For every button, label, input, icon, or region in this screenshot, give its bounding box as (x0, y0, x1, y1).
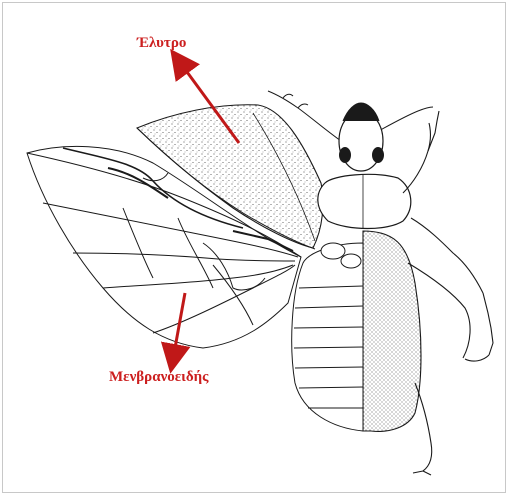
figure-frame: Έλυτρο Μενβρανοειδής (2, 2, 506, 493)
beetle-illustration (3, 3, 507, 494)
abdomen (292, 243, 363, 431)
closed-elytron (363, 231, 421, 431)
membranous-wing-label: Μενβρανοειδής (109, 369, 208, 386)
head (339, 103, 384, 171)
pronotum (318, 174, 411, 229)
elytron-label: Έλυτρο (137, 35, 186, 52)
